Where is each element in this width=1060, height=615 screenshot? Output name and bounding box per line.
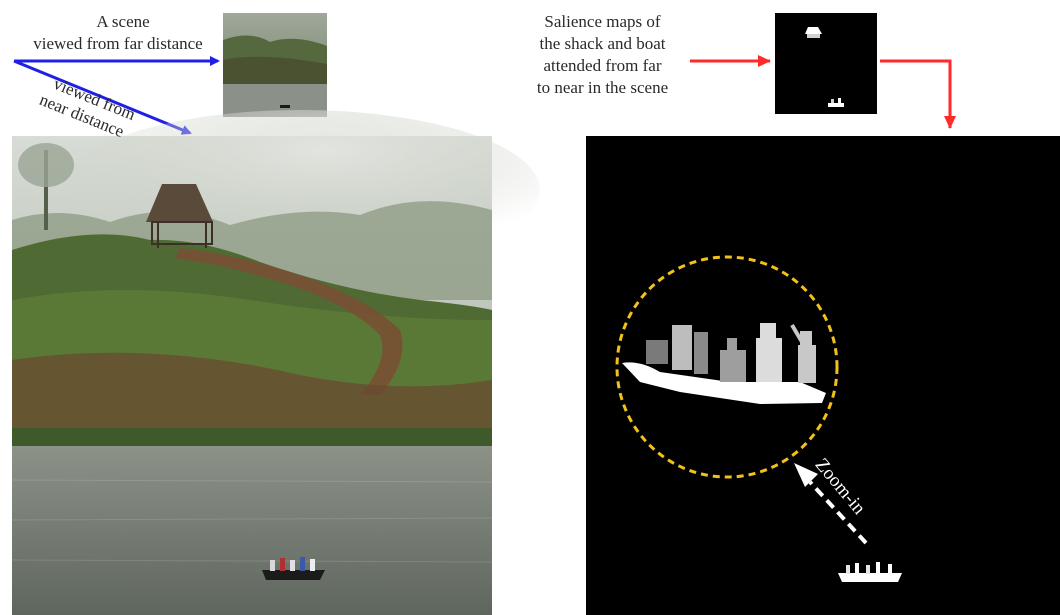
salience-label-line1: Salience maps of	[544, 12, 661, 31]
far-view-label-line2: viewed from far distance	[33, 34, 203, 53]
salience-label-line2: the shack and boat	[539, 34, 666, 53]
zoom-in-arrow	[808, 480, 868, 545]
small-boat-salience	[838, 562, 902, 582]
zoomed-boat-salience	[622, 323, 826, 404]
zoom-in-arrowhead	[794, 463, 818, 487]
attention-circle	[615, 255, 839, 479]
salience-map-thumbnail	[775, 13, 877, 114]
far-view-thumbnail	[223, 13, 327, 117]
salience-map-large	[586, 136, 1060, 615]
far-view-label-line1: A scene	[96, 12, 150, 31]
salience-output-arrow	[880, 59, 956, 129]
near-view-arrow	[13, 59, 192, 135]
salience-label-line4: to near in the scene	[536, 78, 669, 97]
near-view-photo	[11, 110, 540, 615]
salience-label-line3: attended from far	[543, 56, 662, 75]
